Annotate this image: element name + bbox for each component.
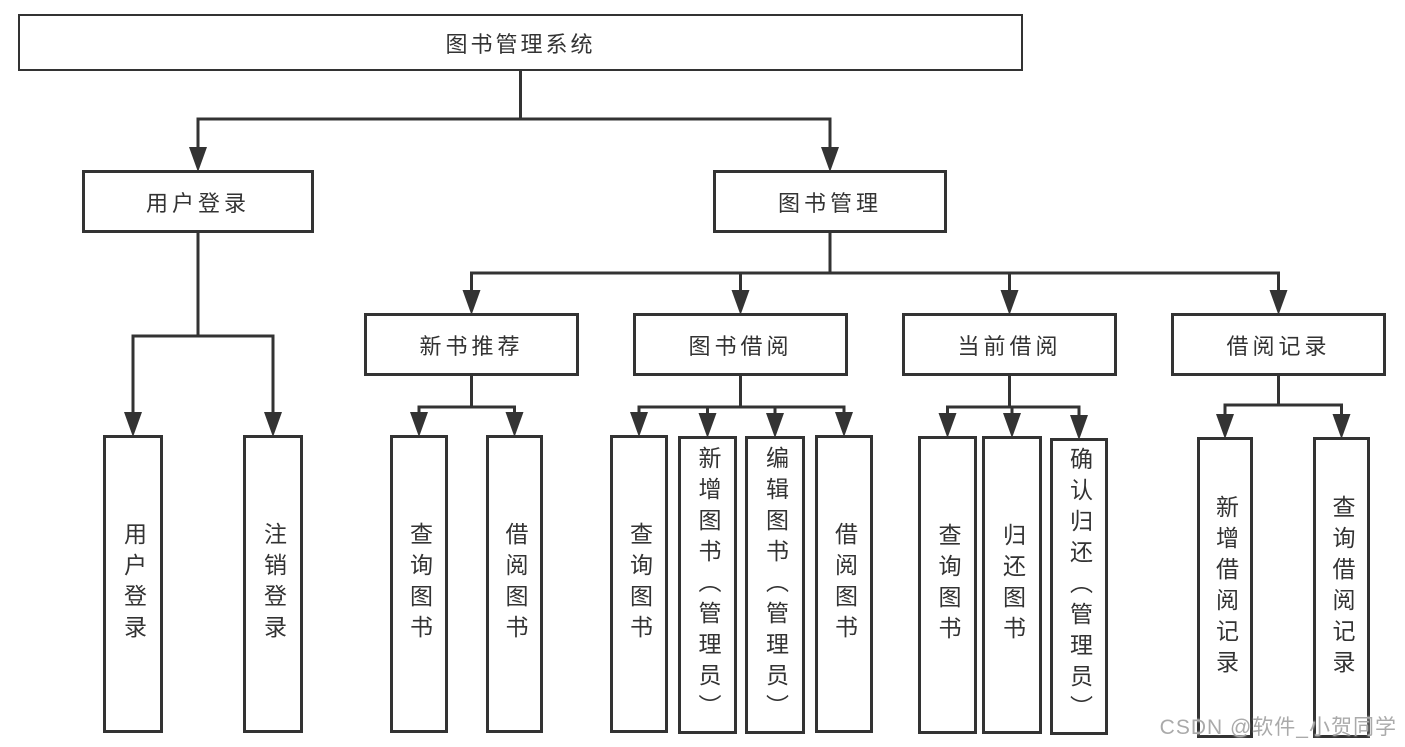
arrowhead <box>1332 414 1351 439</box>
arrowhead <box>1070 415 1088 440</box>
node-label: 确认归还（管理员） <box>1066 447 1093 726</box>
node-label: 图书管理系统 <box>445 31 596 57</box>
node-leaf-user-login: 用户登录 <box>103 435 163 733</box>
node-leaf-borrow-book-2: 借阅图书 <box>815 435 873 733</box>
node-new-book-rec: 新书推荐 <box>364 313 579 376</box>
watermark: CSDN @软件_小贺同学 <box>1159 716 1397 739</box>
arrowhead <box>1003 413 1021 438</box>
node-label: 图书借阅 <box>688 333 793 359</box>
arrowhead <box>698 413 717 438</box>
node-label: 查询图书 <box>626 522 653 646</box>
node-leaf-add-book: 新增图书（管理员） <box>678 436 737 734</box>
node-label: 借阅图书 <box>831 522 858 646</box>
node-label: 注销登录 <box>260 522 287 646</box>
node-book-borrow: 图书借阅 <box>633 313 848 376</box>
node-leaf-add-record: 新增借阅记录 <box>1197 437 1253 738</box>
node-label: 借阅图书 <box>502 522 528 646</box>
node-borrow-records: 借阅记录 <box>1171 313 1386 376</box>
arrowhead <box>462 290 481 315</box>
arrowhead <box>766 413 784 438</box>
arrowhead <box>264 412 282 437</box>
node-root: 图书管理系统 <box>18 14 1023 71</box>
node-label: 用户登录 <box>120 522 147 646</box>
node-label: 编辑图书（管理员） <box>762 445 789 725</box>
node-label: 归还图书 <box>999 523 1026 647</box>
arrowhead <box>505 412 524 437</box>
node-leaf-query-record: 查询借阅记录 <box>1313 437 1370 738</box>
arrowhead <box>1269 290 1288 315</box>
node-label: 新增借阅记录 <box>1212 494 1239 681</box>
node-leaf-logout: 注销登录 <box>243 435 303 733</box>
arrowhead <box>630 412 648 437</box>
node-leaf-query-book-2: 查询图书 <box>610 435 668 733</box>
node-user-login: 用户登录 <box>82 170 314 233</box>
node-book-mgmt: 图书管理 <box>713 170 947 233</box>
node-leaf-borrow-book-1: 借阅图书 <box>486 435 543 733</box>
arrowhead <box>821 147 839 172</box>
arrowhead <box>731 290 750 315</box>
node-label: 图书管理 <box>777 190 882 216</box>
node-current-borrow: 当前借阅 <box>902 313 1117 376</box>
arrowhead <box>835 412 853 437</box>
node-leaf-query-book-3: 查询图书 <box>918 436 977 734</box>
node-label: 新增图书（管理员） <box>695 445 721 725</box>
arrowhead <box>124 412 142 437</box>
node-label: 查询图书 <box>935 523 961 647</box>
node-label: 用户登录 <box>145 190 250 216</box>
arrowhead <box>1000 290 1019 315</box>
node-label: 借阅记录 <box>1226 333 1331 359</box>
node-leaf-edit-book: 编辑图书（管理员） <box>745 436 805 734</box>
node-leaf-confirm-return: 确认归还（管理员） <box>1050 438 1108 735</box>
arrowhead <box>410 412 428 437</box>
arrowhead <box>189 147 207 172</box>
arrowhead <box>1216 414 1234 439</box>
node-label: 新书推荐 <box>419 333 524 359</box>
node-label: 查询图书 <box>406 522 433 646</box>
arrowhead <box>938 413 957 438</box>
node-leaf-query-book-1: 查询图书 <box>390 435 448 733</box>
node-label: 当前借阅 <box>957 333 1062 359</box>
node-leaf-return-book: 归还图书 <box>982 436 1042 734</box>
node-label: 查询借阅记录 <box>1329 494 1355 681</box>
